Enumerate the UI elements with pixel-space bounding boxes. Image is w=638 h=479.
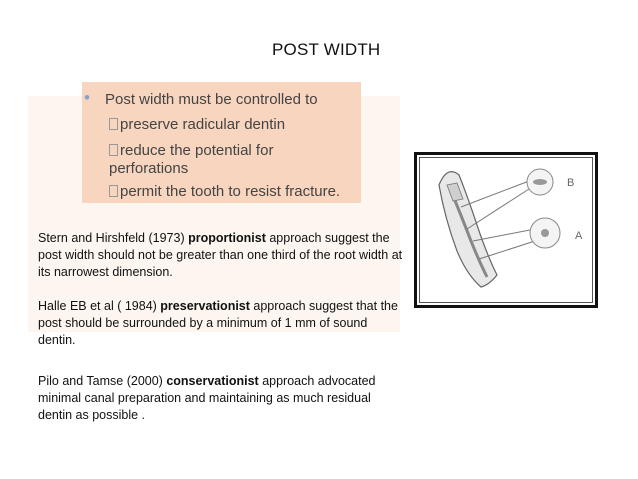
post-canal bbox=[449, 190, 489, 278]
pointer-line-b bbox=[460, 180, 530, 208]
paragraph-stern: Stern and Hirshfeld (1973) proportionist… bbox=[38, 231, 403, 279]
slide-title: POST WIDTH bbox=[272, 40, 381, 59]
pointer-line-b2 bbox=[466, 188, 530, 230]
tooth-post-illustration: B A bbox=[438, 168, 583, 288]
bullet-highlight-box bbox=[82, 82, 361, 203]
checkbox-glyph-icon bbox=[109, 144, 118, 156]
sub-bullet-3: permit the tooth to resist fracture. bbox=[109, 183, 340, 201]
bullet-dot-icon: • bbox=[84, 88, 90, 107]
cross-section-a-post bbox=[541, 229, 549, 237]
checkbox-glyph-icon bbox=[109, 185, 118, 197]
paragraph-halle: Halle EB et al ( 1984) preservationist a… bbox=[38, 299, 398, 347]
label-b: B bbox=[567, 177, 574, 189]
label-a: A bbox=[575, 230, 583, 242]
paragraph-pilo: Pilo and Tamse (2000) conservationist ap… bbox=[38, 374, 376, 422]
post-head bbox=[446, 182, 464, 202]
pointer-line-a bbox=[472, 228, 536, 242]
sub-bullet-1: preserve radicular dentin bbox=[109, 116, 285, 134]
checkbox-glyph-icon bbox=[109, 118, 118, 130]
figure-inner-border bbox=[419, 157, 593, 303]
sub-bullet-2: reduce the potential for bbox=[109, 142, 273, 160]
sub-bullet-2-continuation: perforations bbox=[109, 160, 189, 177]
pointer-line-a2 bbox=[478, 240, 536, 260]
tooth-diagram-figure: B A bbox=[414, 152, 598, 308]
cross-section-b-post bbox=[533, 179, 547, 185]
bullet-main-text: Post width must be controlled to bbox=[105, 91, 318, 108]
